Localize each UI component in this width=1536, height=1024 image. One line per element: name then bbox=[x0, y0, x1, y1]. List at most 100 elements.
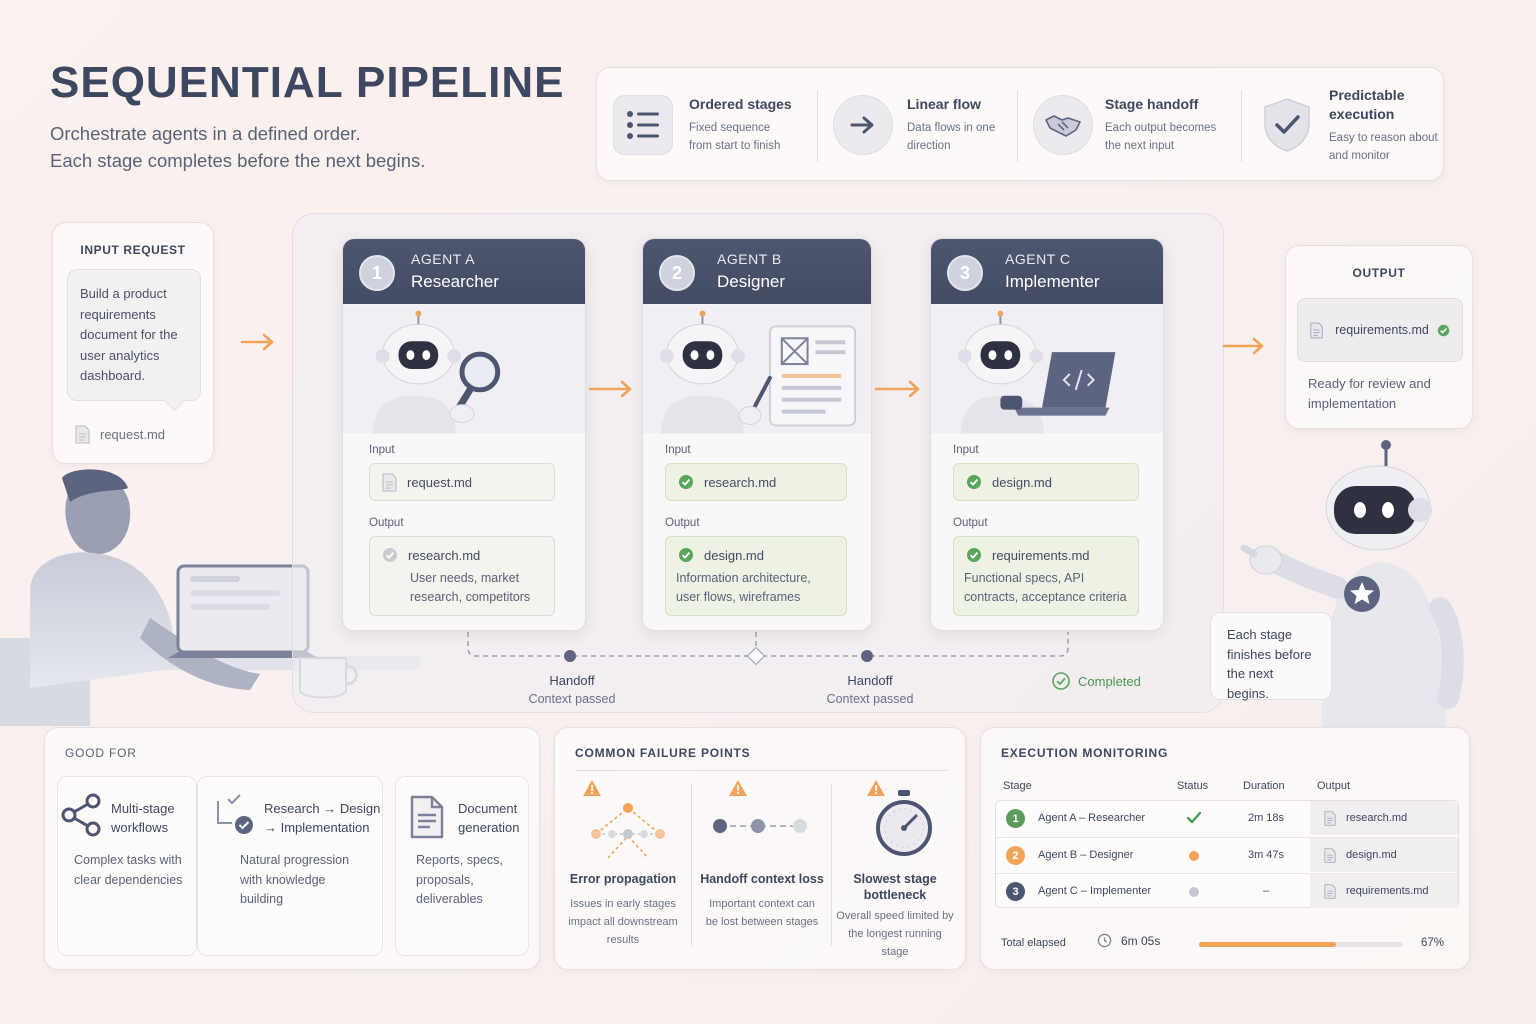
pointing-robot-illustration bbox=[1240, 440, 1464, 728]
context-loss-icon bbox=[713, 780, 807, 833]
check-circle-icon bbox=[679, 475, 693, 489]
file-name: design.md bbox=[704, 547, 764, 563]
file-name: requirements.md bbox=[992, 547, 1090, 563]
robot-magnifier-illustration bbox=[343, 304, 585, 434]
progress-bar bbox=[1199, 942, 1403, 947]
output-file[interactable]: requirements.md bbox=[1297, 298, 1463, 362]
input-file[interactable]: request.md bbox=[75, 425, 165, 444]
good-for-title: Multi-stage workflows bbox=[111, 801, 175, 835]
output-desc: Functional specs, API contracts, accepta… bbox=[964, 571, 1127, 604]
file-icon bbox=[1310, 322, 1323, 338]
status-indicator bbox=[1186, 848, 1200, 867]
robot-laptop-illustration bbox=[931, 304, 1163, 434]
output-file-box[interactable]: requirements.md Functional specs, API co… bbox=[953, 536, 1139, 616]
agent-card-c[interactable]: 3 AGENT C Implementer Input design.md Ou… bbox=[930, 238, 1164, 631]
agent-code: AGENT A bbox=[411, 251, 475, 267]
handoff-label-1: Handoff Context passed bbox=[528, 673, 616, 706]
stage-number: 1 bbox=[359, 255, 395, 291]
output-heading: OUTPUT bbox=[1352, 266, 1406, 280]
failure-desc: Overall speed limited by the longest run… bbox=[836, 910, 954, 958]
check-circle-icon bbox=[383, 548, 397, 562]
arrow-right-icon bbox=[1222, 337, 1264, 355]
stage-number: 3 bbox=[1006, 882, 1025, 901]
check-circle-icon bbox=[1437, 324, 1450, 336]
output-label: Output bbox=[665, 517, 700, 529]
stage-number: 3 bbox=[947, 255, 983, 291]
agent-role: Implementer bbox=[1005, 272, 1100, 291]
agent-card-b[interactable]: 2 AGENT B Designer Input research.md Out… bbox=[642, 238, 872, 631]
execution-monitoring-panel: EXECUTION MONITORING Stage Status Durati… bbox=[980, 727, 1470, 970]
file-name: research.md bbox=[704, 474, 777, 490]
file-icon bbox=[1324, 883, 1336, 899]
document-icon bbox=[410, 795, 444, 839]
check-circle-icon bbox=[967, 548, 981, 562]
feature-title: Linear flow bbox=[907, 96, 981, 112]
output-file[interactable]: requirements.md bbox=[1310, 874, 1458, 908]
failure-points-heading: COMMON FAILURE POINTS bbox=[575, 746, 751, 760]
handoff-label-2: Handoff Context passed bbox=[826, 673, 914, 706]
agent-header: 3 AGENT C Implementer bbox=[931, 239, 1163, 304]
share-nodes-icon bbox=[61, 793, 101, 837]
input-label: Input bbox=[665, 444, 691, 456]
check-circle-icon bbox=[679, 548, 693, 562]
arrow-right-icon bbox=[588, 380, 632, 398]
failure-points-panel: COMMON FAILURE POINTS Error propagation … bbox=[554, 727, 966, 970]
file-name: request.md bbox=[100, 427, 166, 442]
agent-card-a[interactable]: 1 AGENT A Researcher Input request.md Ou… bbox=[342, 238, 586, 631]
column-header: Status bbox=[1177, 780, 1209, 792]
duration: 3m 47s bbox=[1247, 849, 1285, 861]
input-request-heading: INPUT REQUEST bbox=[80, 243, 186, 257]
handoff-connector bbox=[467, 632, 1069, 666]
failure-title: Error propagation bbox=[569, 872, 677, 886]
subtitle-line: Orchestrate agents in a defined order. bbox=[50, 123, 361, 144]
handshake-icon bbox=[1033, 95, 1093, 155]
column-header: Duration bbox=[1243, 780, 1285, 792]
arrow-right-icon bbox=[833, 95, 893, 155]
column-header: Stage bbox=[1003, 780, 1032, 792]
input-file-box[interactable]: design.md bbox=[953, 463, 1139, 501]
agent-code: AGENT C bbox=[1005, 251, 1071, 267]
flow-check-icon bbox=[217, 794, 253, 834]
input-request-card: INPUT REQUEST Build a product requiremen… bbox=[52, 222, 214, 464]
file-name: research.md bbox=[408, 547, 481, 563]
elapsed-label: Total elapsed bbox=[1001, 937, 1066, 949]
input-file-box[interactable]: request.md bbox=[369, 463, 555, 501]
output-file[interactable]: research.md bbox=[1310, 801, 1458, 835]
list-icon bbox=[613, 95, 673, 155]
output-file[interactable]: design.md bbox=[1310, 838, 1458, 872]
stage-number: 2 bbox=[659, 255, 695, 291]
input-label: Input bbox=[369, 444, 395, 456]
output-file-box[interactable]: research.md User needs, market research,… bbox=[369, 536, 555, 616]
page-subtitle: Orchestrate agents in a defined order. E… bbox=[50, 120, 510, 174]
output-desc: Ready for review and implementation bbox=[1308, 376, 1431, 411]
page-title: SEQUENTIAL PIPELINE bbox=[50, 58, 565, 107]
failure-desc: Important context can be lost between st… bbox=[705, 898, 819, 928]
status-indicator bbox=[1186, 884, 1200, 903]
failure-desc: Issues in early stages impact all downst… bbox=[568, 898, 678, 946]
input-file-box[interactable]: research.md bbox=[665, 463, 847, 501]
output-desc: Information architecture, user flows, wi… bbox=[676, 571, 811, 604]
progress-percent: 67% bbox=[1421, 937, 1445, 949]
monitoring-heading: EXECUTION MONITORING bbox=[1001, 746, 1169, 760]
input-label: Input bbox=[953, 444, 979, 456]
agent-header: 1 AGENT A Researcher bbox=[343, 239, 585, 304]
output-file-box[interactable]: design.md Information architecture, user… bbox=[665, 536, 847, 616]
failure-item: Error propagation Issues in early stages… bbox=[561, 776, 685, 956]
good-for-title: Document generation bbox=[458, 801, 520, 835]
good-for-desc: Complex tasks with clear dependencies bbox=[74, 853, 183, 887]
robot-speech-bubble: Each stage finishes before the next begi… bbox=[1210, 612, 1332, 701]
progress-fill bbox=[1199, 942, 1336, 947]
check-icon bbox=[1186, 811, 1202, 824]
file-icon bbox=[382, 473, 397, 491]
file-icon bbox=[1324, 847, 1336, 863]
error-propagation-icon bbox=[583, 780, 665, 859]
